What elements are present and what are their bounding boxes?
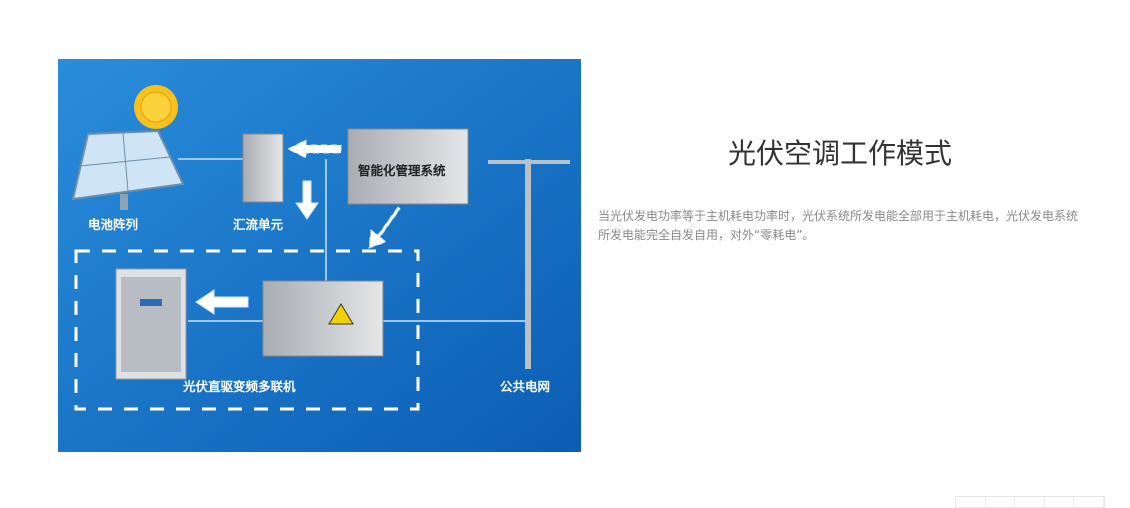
section-description: 当光伏发电功率等于主机耗电功率时，光伏系统所发电能全部用于主机耗电，光伏发电系统…	[598, 209, 1079, 242]
label-battery: 电池阵列	[88, 217, 138, 232]
arrow-down-icon	[295, 180, 319, 220]
arrow-left-icon	[286, 139, 342, 159]
combiner-cabinet-icon	[242, 133, 284, 203]
label-combiner: 汇流单元	[233, 217, 284, 232]
section-title: 光伏空调工作模式	[727, 137, 952, 170]
sun-icon	[134, 85, 178, 129]
pv-air-conditioning-diagram: 电池阵列 汇流单元 智能化管理系统 光伏直驱变频多联机 公共电网	[58, 59, 581, 452]
solar-panel-icon	[71, 129, 185, 210]
utility-pole-icon	[488, 159, 570, 369]
management-system-box	[347, 128, 469, 205]
inverter-box-icon	[262, 280, 384, 357]
arrow-diagonal-icon	[368, 206, 401, 249]
arrow-left-icon	[195, 289, 249, 315]
label-grid: 公共电网	[500, 379, 550, 394]
label-management: 智能化管理系统	[357, 163, 446, 178]
label-vrf-unit: 光伏直驱变频多联机	[182, 379, 296, 394]
vrf-unit-icon	[115, 268, 187, 380]
pagination[interactable]	[955, 496, 1105, 508]
